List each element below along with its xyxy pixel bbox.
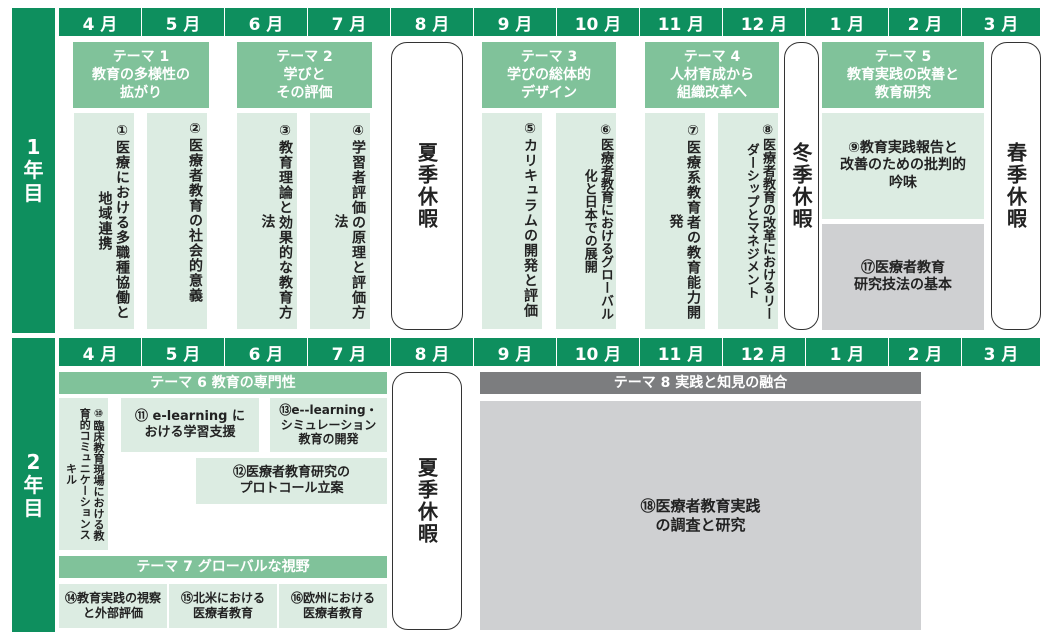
year-2-label: 2 年 目 — [12, 338, 55, 632]
course-15: ⑮北米における 医療者教育 — [169, 584, 277, 628]
month-oct-2: 10 月 — [557, 338, 639, 366]
course-16: ⑯欧州における 医療者教育 — [279, 584, 387, 628]
course-6: ⑥医療者教育におけるグローバル化と日本での展開 — [556, 113, 616, 329]
course-1: ①医療における多職種協働と地域連携 — [74, 113, 134, 329]
winter-vacation: 冬季休暇 — [784, 42, 819, 330]
year-1-label: 1 年 目 — [12, 8, 55, 333]
summer-vacation-year2: 夏季休暇 — [392, 372, 462, 630]
spring-vacation: 春季休暇 — [991, 42, 1041, 330]
course-17: ⑰医療者教育 研究技法の基本 — [822, 224, 984, 330]
month-feb: 2 月 — [889, 8, 961, 36]
course-12: ⑫医療者教育研究の プロトコール立案 — [196, 458, 387, 504]
course-2: ②医療者教育の社会的意義 — [147, 113, 207, 329]
month-aug: 8 月 — [391, 8, 473, 36]
theme-5: テーマ 5 教育実践の改善と 教育研究 — [822, 42, 984, 108]
month-nov-2: 11 月 — [640, 338, 722, 366]
course-5: ⑤カリキュラムの開発と評価 — [482, 113, 542, 329]
month-jun: 6 月 — [225, 8, 307, 36]
month-mar: 3 月 — [962, 8, 1040, 36]
course-7: ⑦医療系教育者の教育能力開発 — [645, 113, 705, 329]
month-feb-2: 2 月 — [889, 338, 961, 366]
theme-6: テーマ 6 教育の専門性 — [59, 372, 387, 394]
theme-1: テーマ 1 教育の多様性の 拡がり — [73, 42, 209, 108]
month-jul: 7 月 — [308, 8, 390, 36]
theme-8: テーマ 8 実践と知見の融合 — [480, 372, 921, 394]
course-9: ⑨教育実践報告と 改善のための批判的 吟味 — [822, 113, 984, 219]
month-apr-2: 4 月 — [59, 338, 141, 366]
course-4: ④学習者評価の原理と評価方法 — [310, 113, 370, 329]
month-jan-2: 1 月 — [806, 338, 888, 366]
month-may: 5 月 — [142, 8, 224, 36]
course-8: ⑧医療者教育の改革におけるリーダーシップとマネジメント — [718, 113, 778, 329]
month-jul-2: 7 月 — [308, 338, 390, 366]
course-11: ⑪ e-learning に おける学習支援 — [121, 398, 259, 452]
month-dec-2: 12 月 — [723, 338, 805, 366]
month-sep-2: 9 月 — [474, 338, 556, 366]
theme-2: テーマ 2 学びと その評価 — [237, 42, 372, 108]
month-mar-2: 3 月 — [962, 338, 1040, 366]
theme-3: テーマ 3 学びの総体的 デザイン — [482, 42, 616, 108]
month-dec: 12 月 — [723, 8, 805, 36]
month-jun-2: 6 月 — [225, 338, 307, 366]
theme-7: テーマ 7 グローバルな視野 — [59, 556, 387, 578]
course-18: ⑱医療者教育実践 の調査と研究 — [480, 401, 921, 630]
course-13: ⑬e--learning・ シミュレーション 教育の開発 — [270, 398, 387, 452]
course-3: ③教育理論と効果的な教育方法 — [237, 113, 297, 329]
month-aug-2: 8 月 — [391, 338, 473, 366]
month-sep: 9 月 — [474, 8, 556, 36]
month-may-2: 5 月 — [142, 338, 224, 366]
course-10: ⑩臨床教育現場における教育的コミュニケーションスキル — [59, 398, 108, 550]
course-14: ⑭教育実践の視察 と外部評価 — [59, 584, 167, 628]
month-jan: 1 月 — [806, 8, 888, 36]
theme-4: テーマ 4 人材育成から 組織改革へ — [645, 42, 779, 108]
month-apr: 4 月 — [59, 8, 141, 36]
month-nov: 11 月 — [640, 8, 722, 36]
summer-vacation-year1: 夏季休暇 — [391, 42, 463, 330]
month-oct: 10 月 — [557, 8, 639, 36]
